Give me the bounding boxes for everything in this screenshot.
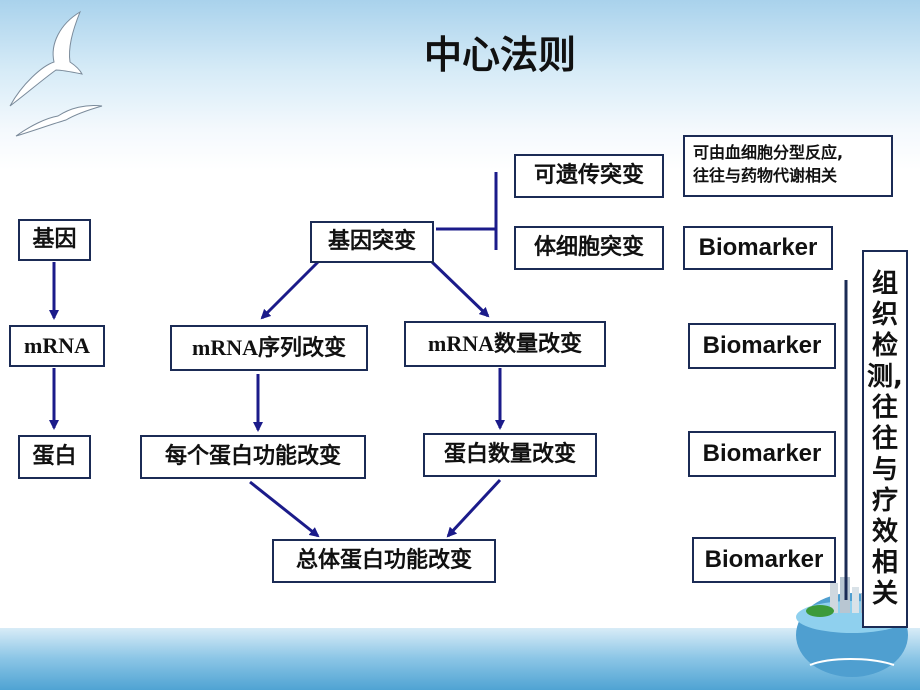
biomarker-box-1: Biomarker <box>683 226 833 270</box>
somatic-mutation-box: 体细胞突变 <box>514 226 664 270</box>
hereditary-note-line-1: 可由血细胞分型反应, <box>693 143 844 162</box>
arrow-mutation-to-seq <box>260 260 320 320</box>
hereditary-note-line-2: 往往与药物代谢相关 <box>693 166 838 185</box>
arrow-func-to-total <box>249 480 320 538</box>
side-note-char: 与 <box>871 454 898 485</box>
mrna-box: mRNA <box>9 325 105 367</box>
mrna-sequence-change-box: mRNA序列改变 <box>170 325 368 371</box>
side-note-char: 往 <box>871 392 898 423</box>
biomarker-box-3: Biomarker <box>688 431 836 477</box>
gene-box: 基因 <box>18 219 91 261</box>
seagull-icon <box>9 10 103 137</box>
protein-function-change-box: 每个蛋白功能改变 <box>140 435 366 479</box>
hereditary-note-box: 可由血细胞分型反应, 往往与药物代谢相关 <box>683 135 893 197</box>
biomarker-box-4: Biomarker <box>692 537 836 583</box>
gene-mutation-box: 基因突变 <box>310 221 434 263</box>
hereditary-mutation-box: 可遗传突变 <box>514 154 664 198</box>
tissue-testing-note: 组 织 检 测, 往 往 与 疗 效 相 关 <box>862 250 908 628</box>
side-note-char: 织 <box>871 299 898 330</box>
side-note-char: 相 <box>871 547 898 578</box>
page-title: 中心法则 <box>423 33 576 77</box>
mrna-quantity-change-box: mRNA数量改变 <box>404 321 606 367</box>
side-note-char: 疗 <box>871 485 898 516</box>
side-note-char: 检 <box>871 330 898 361</box>
side-note-char: 关 <box>871 578 898 609</box>
side-note-char: 测, <box>867 361 903 392</box>
protein-box: 蛋白 <box>18 435 91 479</box>
background-wave <box>0 628 920 690</box>
biomarker-box-2: Biomarker <box>688 323 836 369</box>
arrow-mutation-to-qty <box>430 260 490 318</box>
side-note-char: 往 <box>871 423 898 454</box>
side-note-char: 组 <box>871 268 898 299</box>
protein-quantity-change-box: 蛋白数量改变 <box>423 433 597 477</box>
arrow-protqty-to-total <box>446 478 502 538</box>
side-note-char: 效 <box>871 516 898 547</box>
total-protein-function-change-box: 总体蛋白功能改变 <box>272 539 496 583</box>
